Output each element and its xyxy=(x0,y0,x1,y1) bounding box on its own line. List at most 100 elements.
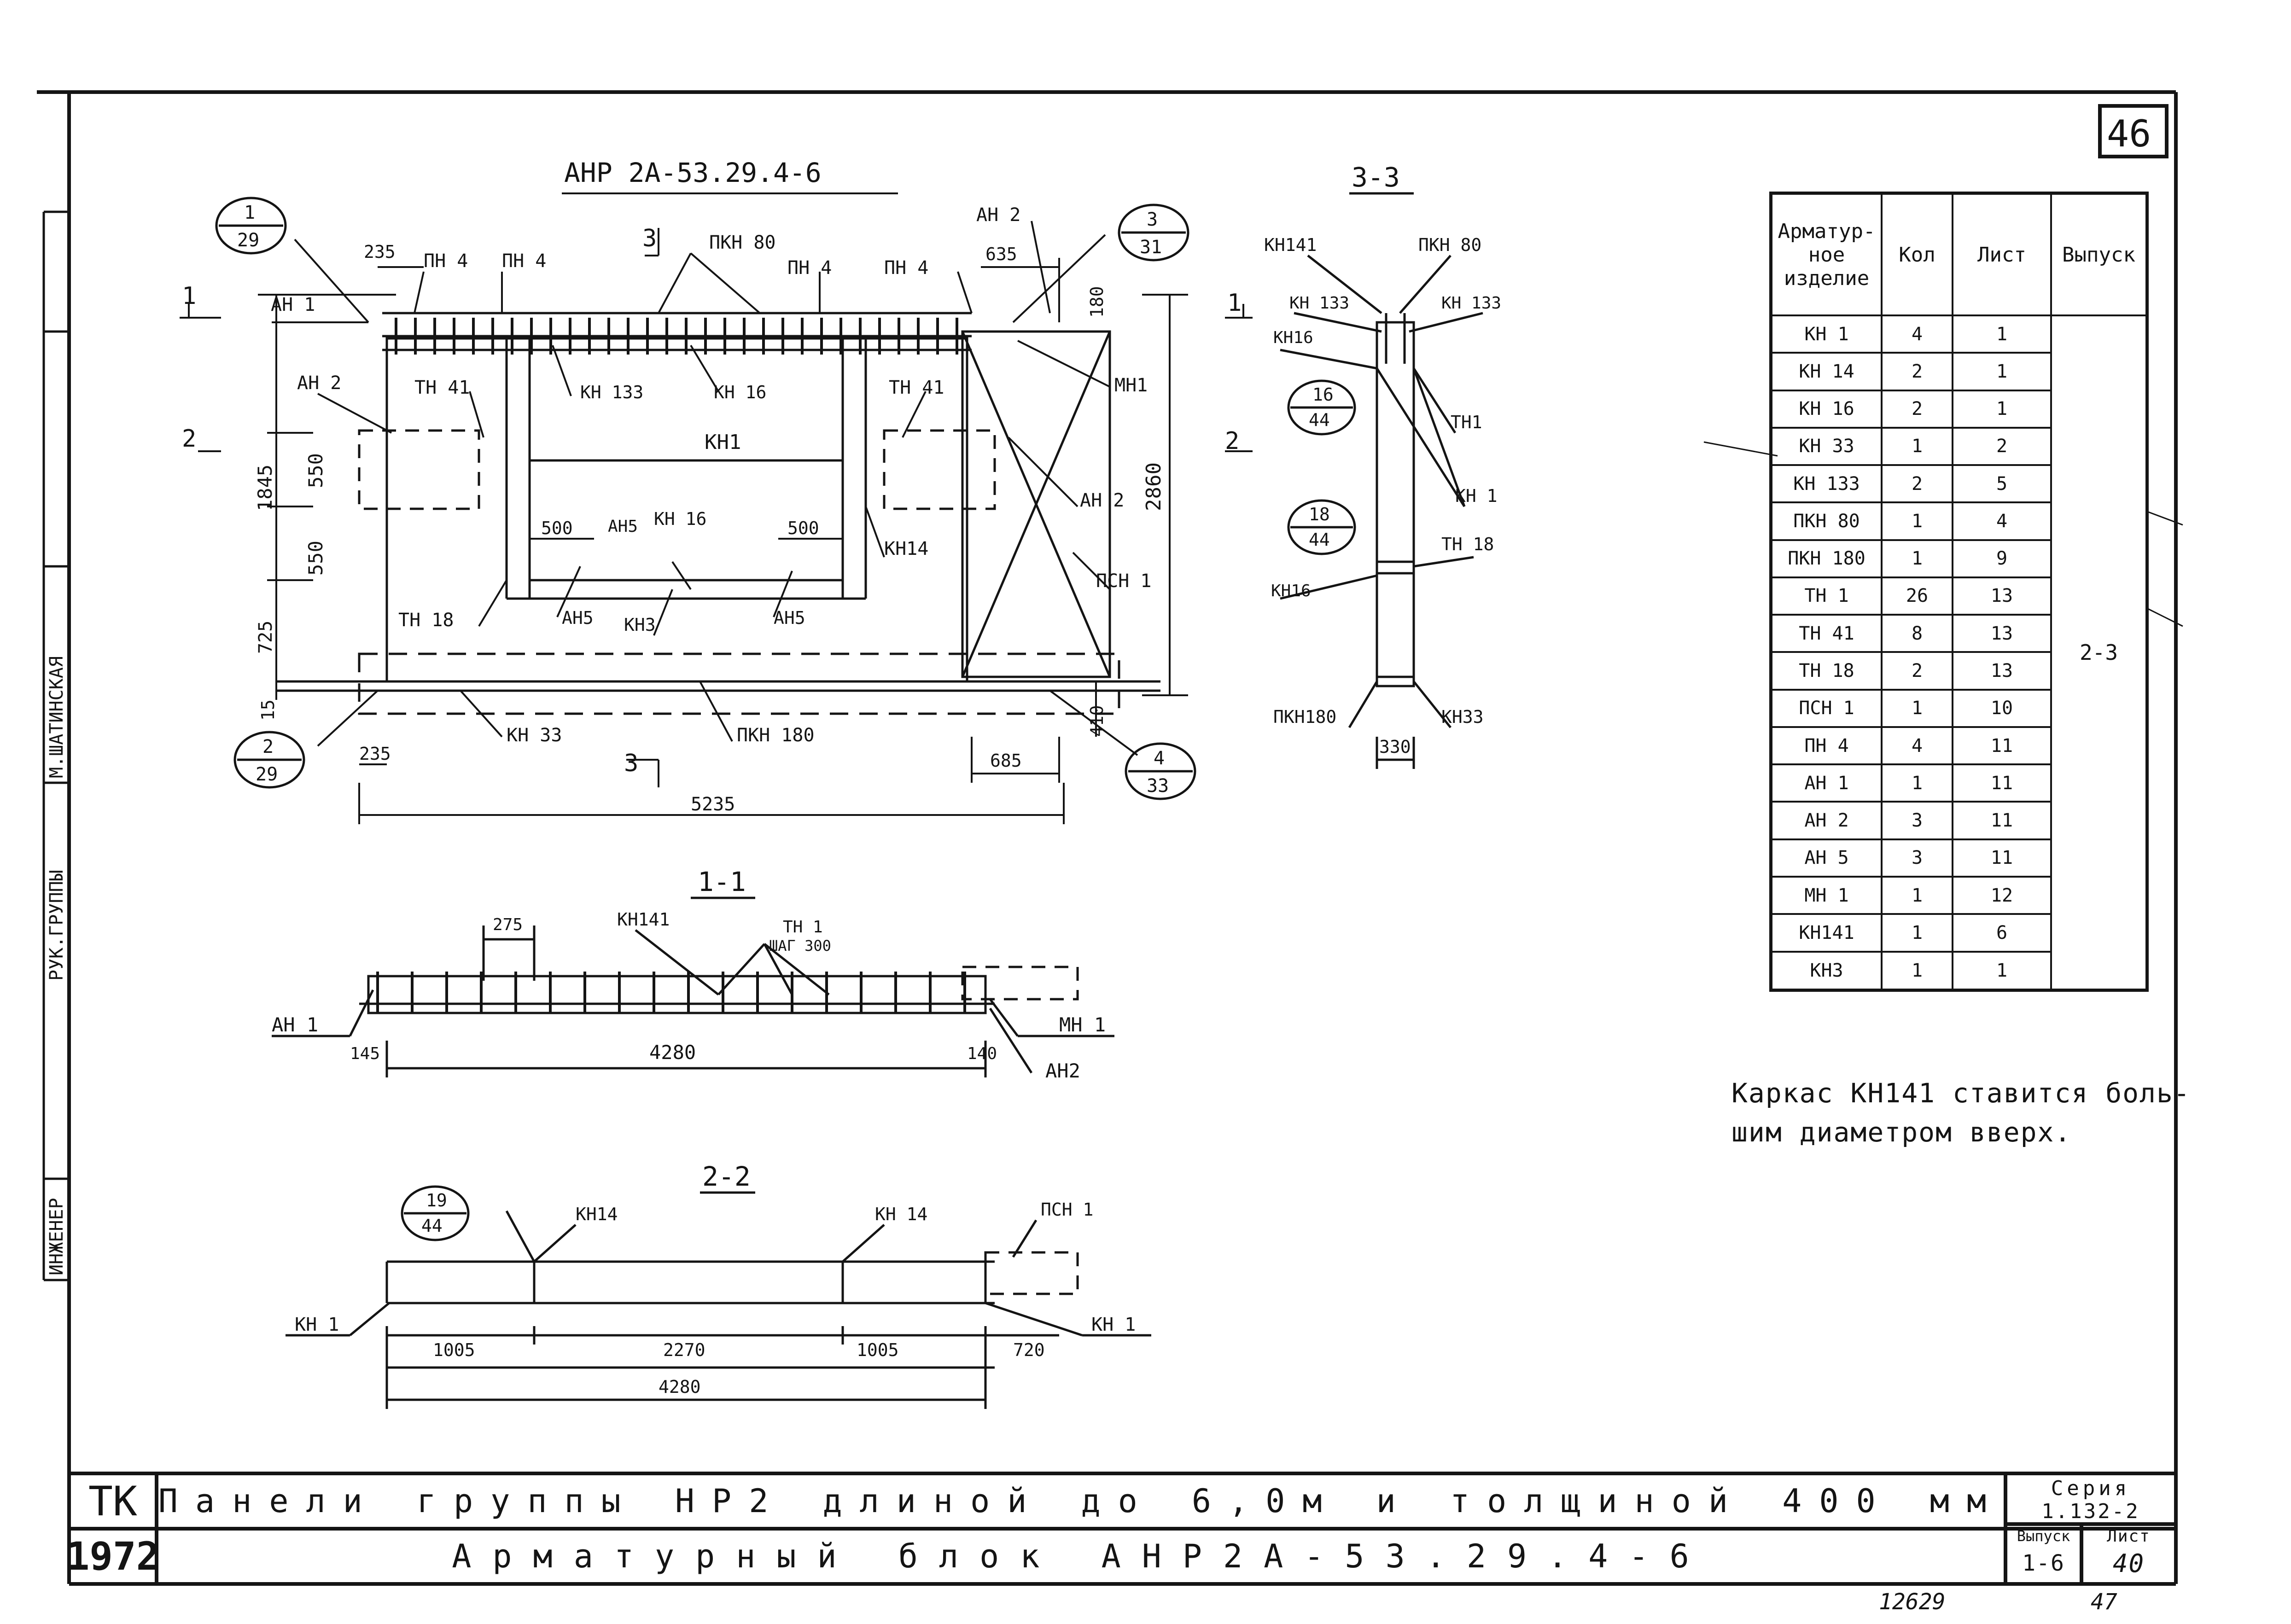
dim-180: 180 xyxy=(1087,286,1107,318)
section-33-text: 3-3 КН141 ПКН 80 КН 133 КН 133 КН16 ТН1 … xyxy=(1264,162,1501,757)
label-mn1: МН1 xyxy=(1114,375,1148,396)
s22-kn1-b: КН 1 xyxy=(1091,1314,1136,1335)
spec-cell-qty: 2 xyxy=(1881,389,1953,429)
label-pn4-c: ПН 4 xyxy=(787,257,832,279)
issue-value: 1-6 xyxy=(2022,1550,2065,1576)
bottom-sheet-ref: 47 xyxy=(2091,1589,2117,1615)
specification-table: Арматур-ное изделие Кол Лист Выпуск КН 1… xyxy=(1769,192,2149,992)
label-pkn180: ПКН 180 xyxy=(737,725,815,746)
label-kn1: КН1 xyxy=(705,431,741,454)
dim-235-bottom: 235 xyxy=(359,744,391,764)
spec-cell-sheet: 1 xyxy=(1952,352,2052,391)
s33-kn16-a: КН16 xyxy=(1273,328,1313,347)
callout-1-top: 1 xyxy=(244,202,255,223)
spec-cell-item: АН 2 xyxy=(1770,801,1883,840)
callout-3-bottom: 29 xyxy=(256,764,278,785)
spec-cell-issue: 2-3 xyxy=(2050,314,2148,991)
spec-cell-item: КН 33 xyxy=(1770,426,1883,466)
issue-label: Выпуск xyxy=(2017,1527,2070,1545)
spec-cell-qty: 1 xyxy=(1881,501,1953,541)
section-mark-1-left: 1 xyxy=(182,282,196,310)
label-an1: АН 1 xyxy=(271,294,315,315)
s33-kn16-b: КН16 xyxy=(1271,582,1311,600)
s22-dim-720: 720 xyxy=(1013,1340,1045,1360)
spec-header-item: Арматур-ное изделие xyxy=(1770,192,1883,316)
callout-2-top: 3 xyxy=(1147,209,1158,230)
spec-cell-item: АН 5 xyxy=(1770,838,1883,878)
section-mark-2-left: 2 xyxy=(182,425,196,453)
label-an5-b: АН5 xyxy=(774,608,805,628)
dim-635: 635 xyxy=(985,244,1017,264)
s22-callout-top: 19 xyxy=(426,1190,447,1211)
label-pn4-a: ПН 4 xyxy=(424,250,468,272)
label-pn4-d: ПН 4 xyxy=(884,257,928,279)
dim-500-right: 500 xyxy=(787,518,819,538)
spec-cell-qty: 4 xyxy=(1881,314,1953,354)
spec-cell-item: ПКН 180 xyxy=(1770,539,1883,578)
s33-dim-330: 330 xyxy=(1379,737,1411,757)
s33-kn133-a: КН 133 xyxy=(1289,294,1349,313)
label-kn16-mid: КН 16 xyxy=(654,509,706,529)
label-an2-right: АН 2 xyxy=(1080,490,1124,511)
side-designer-name: М.ШАТИНСКАЯ xyxy=(46,656,67,778)
spec-cell-sheet: 11 xyxy=(1952,801,2052,840)
main-title: АНР 2А-53.29.4-6 xyxy=(564,157,822,188)
side-strip xyxy=(42,210,69,1281)
sheet-frame xyxy=(37,90,2178,1586)
label-kn3: КН3 xyxy=(624,615,656,635)
s11-mn1: МН 1 xyxy=(1059,1013,1106,1036)
title-line-2: Арматурный блок АНР2А-53.29.4-6 xyxy=(452,1537,1710,1575)
s11-step: ШАГ 300 xyxy=(769,937,831,955)
title-line-1: Панели группы НР2 длиной до 6,0м и толщи… xyxy=(158,1482,2004,1520)
section-22-geometry xyxy=(286,1185,1151,1409)
spec-cell-qty: 1 xyxy=(1881,539,1953,578)
spec-cell-qty: 1 xyxy=(1881,688,1953,728)
s22-psn1: ПСН 1 xyxy=(1041,1199,1093,1220)
series-value: 1.132-2 xyxy=(2041,1500,2140,1523)
label-pkn80: ПКН 80 xyxy=(709,232,776,253)
callout-1-bottom: 29 xyxy=(237,230,259,251)
section-mark-3-bottom: 3 xyxy=(624,750,638,777)
spec-cell-item: ТН 18 xyxy=(1770,651,1883,691)
spec-cell-item: ПН 4 xyxy=(1770,726,1883,766)
dim-410: 410 xyxy=(1087,705,1107,737)
s33-callout-1-top: 16 xyxy=(1312,384,1334,405)
spec-cell-sheet: 1 xyxy=(1952,950,2052,991)
spec-cell-item: ПКН 80 xyxy=(1770,501,1883,541)
callout-2-bottom: 31 xyxy=(1140,237,1162,258)
spec-cell-item: АН 1 xyxy=(1770,763,1883,803)
s33-callout-2-bottom: 44 xyxy=(1309,530,1330,550)
label-kn14: КН14 xyxy=(884,538,928,559)
spec-cell-qty: 4 xyxy=(1881,726,1953,766)
spec-cell-qty: 26 xyxy=(1881,576,1953,616)
s33-kn141: КН141 xyxy=(1264,235,1317,255)
spec-cell-sheet: 4 xyxy=(1952,501,2052,541)
callout-3-top: 2 xyxy=(262,736,274,757)
s11-an2: АН2 xyxy=(1045,1059,1080,1082)
section-33-title: 3-3 xyxy=(1352,162,1400,193)
s33-kn1: КН 1 xyxy=(1455,486,1498,506)
label-kn16: КН 16 xyxy=(714,382,766,402)
spec-cell-sheet: 11 xyxy=(1952,726,2052,766)
spec-cell-sheet: 13 xyxy=(1952,651,2052,691)
s11-kn141: КН141 xyxy=(617,909,670,930)
callout-4-bottom: 33 xyxy=(1147,775,1169,797)
spec-cell-qty: 1 xyxy=(1881,763,1953,803)
section-11-geometry xyxy=(272,896,1114,1077)
spec-cell-sheet: 5 xyxy=(1952,464,2052,504)
label-an5-a: АН5 xyxy=(562,608,594,628)
spec-cell-qty: 3 xyxy=(1881,838,1953,878)
section-11-rungs xyxy=(376,972,966,1013)
label-tn41-left: ТН 41 xyxy=(414,377,470,398)
s22-dim-1005-a: 1005 xyxy=(433,1340,475,1360)
spec-cell-item: КН 16 xyxy=(1770,389,1883,429)
